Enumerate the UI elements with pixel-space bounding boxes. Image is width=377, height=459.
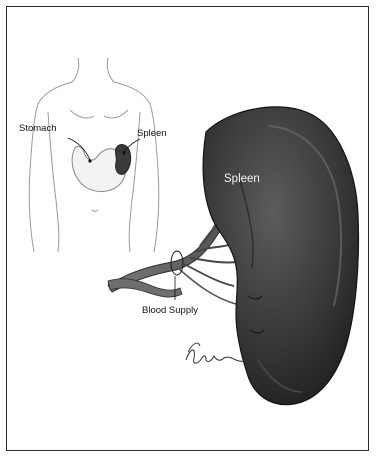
spleen-large-label: Spleen [224,173,260,185]
large-spleen-organ [203,107,358,405]
spleen-pointer-dot [122,151,125,154]
stomach-pointer-dot [88,159,91,162]
spleen-small-label: Spleen [137,128,167,139]
stomach-label: Stomach [19,123,57,134]
blood-supply-label: Blood Supply [142,305,198,316]
small-spleen-organ [115,145,130,175]
artist-signature [186,350,250,363]
torso-figure [29,58,159,252]
